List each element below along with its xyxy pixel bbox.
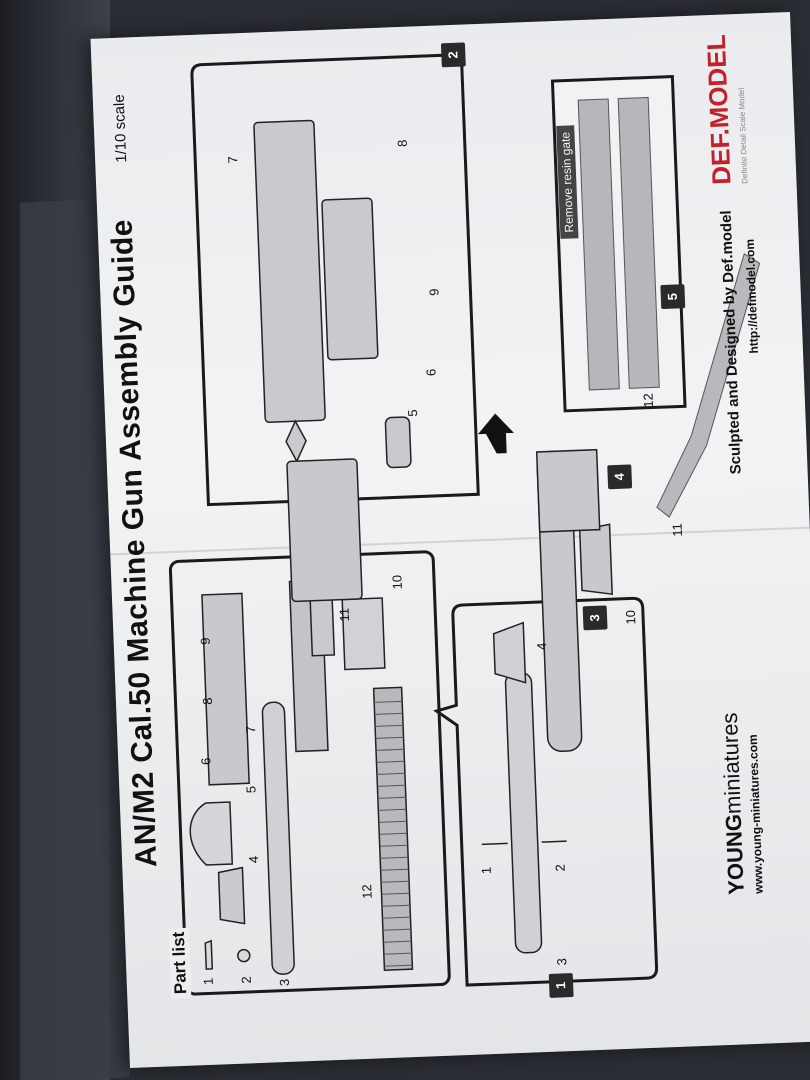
assembly-number: 12: [640, 392, 657, 408]
step2-number: 7: [225, 155, 241, 164]
part-number: 9: [197, 637, 213, 646]
part-number: 7: [242, 725, 259, 734]
assembly-number: 10: [622, 609, 639, 625]
step1-number: 1: [478, 866, 494, 875]
part-number: 11: [336, 607, 353, 622]
part-number: 6: [198, 757, 214, 766]
part-number: 3: [276, 978, 292, 987]
part-number: 8: [199, 697, 216, 706]
part-number: 10: [389, 574, 405, 590]
part-number: 4: [245, 855, 262, 864]
brand-strong: YOUNG: [720, 813, 749, 896]
def-model-logo: DEF.MODEL: [700, 33, 737, 186]
instruction-sheet: AN/M2 Cal.50 Machine Gun Assembly Guide …: [90, 11, 810, 1069]
belt-ticks: [374, 700, 413, 967]
part-drawings: [189, 53, 761, 987]
step2-number: 5: [404, 409, 421, 418]
part-number: 2: [238, 976, 254, 984]
brand-light: miniatures: [716, 712, 746, 815]
step1-number: 2: [552, 863, 568, 872]
step-badge: 5: [660, 284, 686, 310]
part-list-drawings: [189, 579, 414, 975]
step1-number: 3: [554, 957, 570, 966]
step2-number: 8: [394, 139, 410, 148]
step-badge: 2: [440, 42, 466, 68]
sheet-content: AN/M2 Cal.50 Machine Gun Assembly Guide …: [90, 12, 810, 1068]
callout-belt: [577, 96, 660, 391]
assembly-number: 11: [669, 522, 686, 537]
step1-panel: [433, 596, 659, 987]
step-badge: 3: [582, 605, 608, 631]
step2-number: 6: [423, 368, 439, 377]
step1-number: 4: [534, 642, 550, 651]
step2-number: 9: [426, 288, 442, 297]
step1-drawing: [481, 621, 567, 954]
part-number: 1: [200, 977, 216, 986]
step-badge: 4: [607, 464, 633, 490]
step-badge: 1: [548, 972, 574, 998]
step2-drawing: [253, 119, 412, 469]
flow-arrow: [477, 413, 514, 454]
assembled-gun: [286, 448, 613, 752]
long-belt: [656, 253, 761, 518]
part-number: 12: [359, 884, 375, 900]
part-number: 5: [243, 785, 259, 794]
